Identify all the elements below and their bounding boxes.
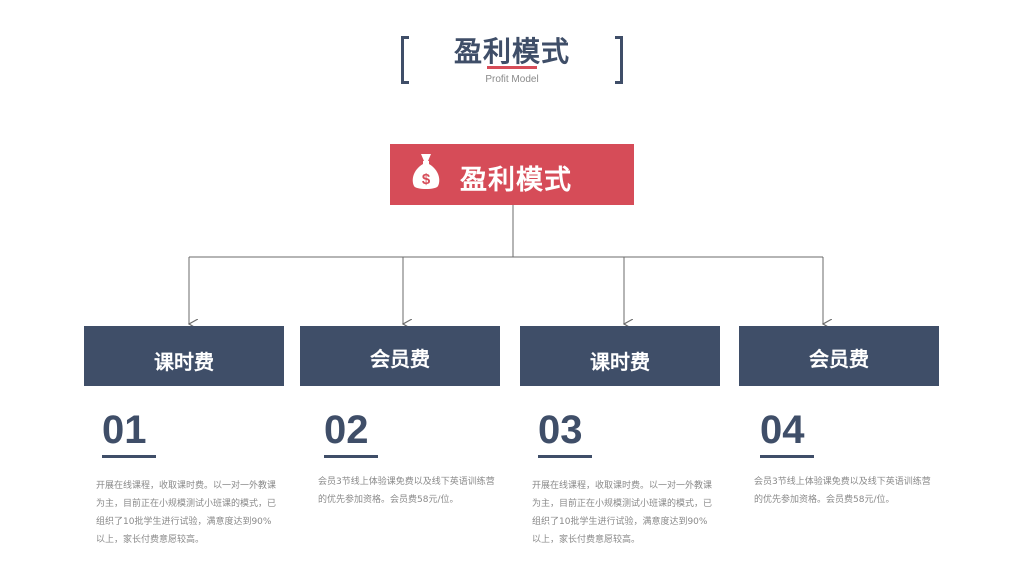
page-subtitle: Profit Model: [485, 74, 539, 85]
left-bracket-decoration: [401, 36, 409, 84]
category-box-1: 课时费: [84, 326, 284, 386]
page-title: 盈利模式: [453, 35, 570, 68]
category-label-1: 课时费: [154, 350, 214, 374]
category-label-4: 会员费: [809, 347, 869, 371]
title-underline: [487, 66, 537, 69]
item-description-1: 开展在线课程，收取课时费。以一对一外教课为主，目前正在小规模测试小班课的模式，已…: [96, 481, 277, 545]
category-box-3: 课时费: [520, 326, 720, 386]
item-description-4: 会员3节线上体验课免费以及线下英语训练营的优先参加资格。会员费58元/位。: [754, 477, 931, 505]
root-node-label: 盈利模式: [460, 165, 572, 196]
item-number-underline-4: [760, 455, 814, 458]
category-box-4: 会员费: [739, 326, 939, 386]
item-number-2: 02: [324, 408, 369, 452]
category-box-2: 会员费: [300, 326, 500, 386]
item-number-underline-1: [102, 455, 156, 458]
item-description-3: 开展在线课程，收取课时费。以一对一外教课为主，目前正在小规模测试小班课的模式，已…: [532, 481, 713, 545]
svg-text:$: $: [422, 171, 431, 188]
money-bag-icon: $: [412, 154, 440, 189]
item-number-3: 03: [538, 408, 583, 452]
category-label-2: 会员费: [370, 347, 430, 371]
item-number-underline-2: [324, 455, 378, 458]
item-number-underline-3: [538, 455, 592, 458]
item-number-4: 04: [760, 408, 805, 452]
category-label-3: 课时费: [590, 350, 650, 374]
item-number-1: 01: [102, 408, 147, 452]
right-bracket-decoration: [615, 36, 623, 84]
item-description-2: 会员3节线上体验课免费以及线下英语训练营的优先参加资格。会员费58元/位。: [318, 477, 495, 505]
